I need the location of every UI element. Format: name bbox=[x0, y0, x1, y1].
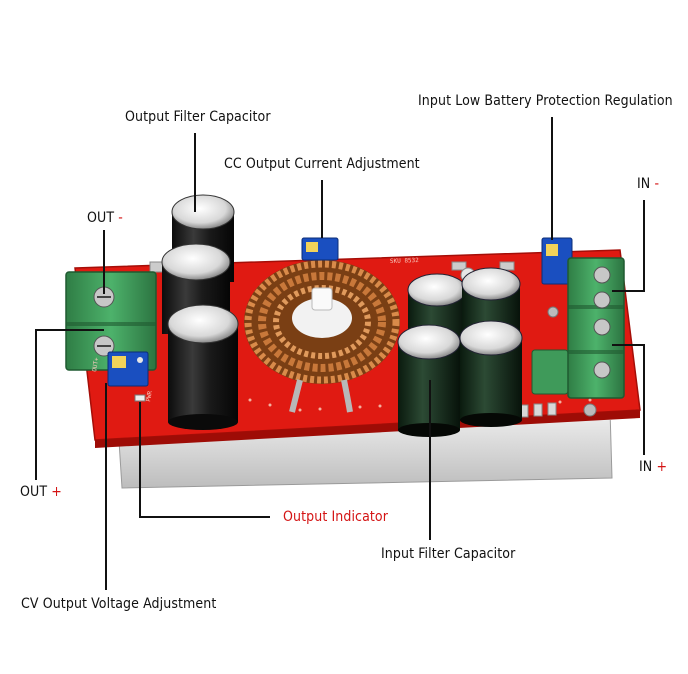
out-minus-sign: - bbox=[118, 210, 123, 226]
out-minus-text: OUT bbox=[87, 210, 115, 226]
toroid-inductor bbox=[244, 260, 400, 413]
cv-potentiometer bbox=[107, 351, 149, 387]
label-output-filter-capacitor: Output Filter Capacitor bbox=[125, 109, 271, 125]
output-terminal-block bbox=[65, 271, 157, 371]
label-in-plus: IN + bbox=[639, 459, 667, 475]
label-input-low-battery-protection: Input Low Battery Protection Regulation bbox=[418, 93, 673, 109]
input-terminal-block bbox=[567, 257, 625, 399]
low-battery-potentiometer bbox=[541, 237, 573, 285]
out-plus-text: OUT bbox=[20, 484, 48, 500]
leader-lines bbox=[35, 117, 645, 590]
input-filter-capacitors bbox=[397, 267, 523, 437]
label-in-minus: IN - bbox=[637, 176, 659, 192]
output-filter-capacitors bbox=[161, 194, 239, 430]
input-sense-module bbox=[531, 349, 569, 395]
silk-pwr-marking: PWR bbox=[145, 390, 154, 402]
silk-model: SKU 8532 bbox=[390, 257, 420, 265]
in-plus-sign: + bbox=[656, 459, 668, 475]
label-out-plus: OUT + bbox=[20, 484, 62, 500]
label-cv-output-voltage-adjustment: CV Output Voltage Adjustment bbox=[21, 596, 217, 612]
label-output-indicator: Output Indicator bbox=[283, 509, 389, 525]
in-minus-text: IN bbox=[637, 176, 651, 192]
cc-potentiometer bbox=[301, 237, 339, 261]
label-input-filter-capacitor: Input Filter Capacitor bbox=[381, 546, 516, 562]
in-minus-sign: - bbox=[654, 176, 660, 192]
silk-out-marking: OUT+ bbox=[91, 357, 100, 373]
label-cc-output-current-adjustment: CC Output Current Adjustment bbox=[224, 156, 420, 172]
in-plus-text: IN bbox=[639, 459, 653, 475]
out-plus-sign: + bbox=[51, 484, 62, 500]
label-out-minus: OUT - bbox=[87, 210, 123, 226]
